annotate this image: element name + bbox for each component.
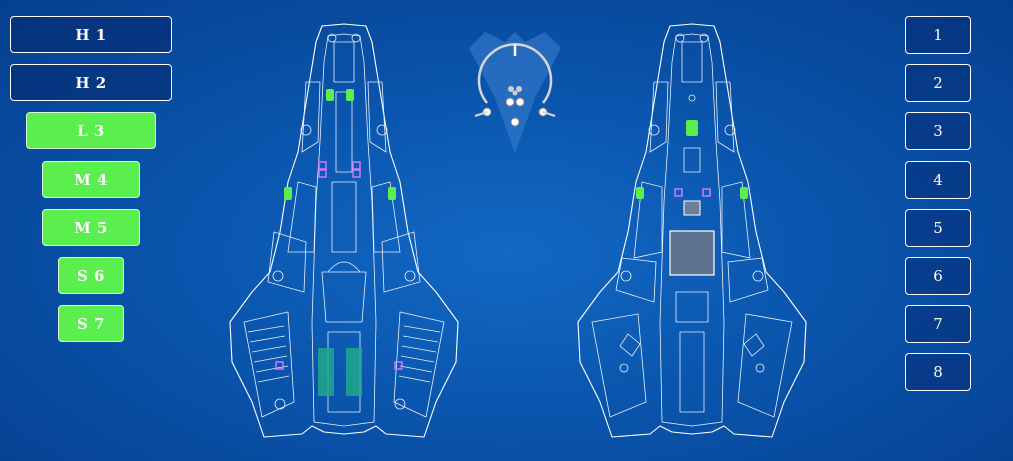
number-button-3[interactable]: 3 — [905, 112, 971, 150]
number-button-1[interactable]: 1 — [905, 16, 971, 54]
slot-button-s7[interactable]: S 7 — [58, 305, 124, 342]
ship-top-schematic — [229, 23, 459, 438]
orientation-gauge-icon — [469, 32, 561, 153]
number-button-8[interactable]: 8 — [905, 353, 971, 391]
slot-button-h2[interactable]: H 2 — [10, 64, 172, 101]
slot-button-h1[interactable]: H 1 — [10, 16, 172, 53]
number-button-6[interactable]: 6 — [905, 257, 971, 295]
slot-button-s6[interactable]: S 6 — [58, 257, 124, 294]
slot-button-m5[interactable]: M 5 — [42, 209, 140, 246]
number-button-2[interactable]: 2 — [905, 64, 971, 102]
slot-button-l3[interactable]: L 3 — [26, 112, 156, 149]
ship-bottom-schematic — [577, 23, 807, 438]
number-button-7[interactable]: 7 — [905, 305, 971, 343]
number-button-4[interactable]: 4 — [905, 161, 971, 199]
number-button-5[interactable]: 5 — [905, 209, 971, 247]
slot-button-m4[interactable]: M 4 — [42, 161, 140, 198]
